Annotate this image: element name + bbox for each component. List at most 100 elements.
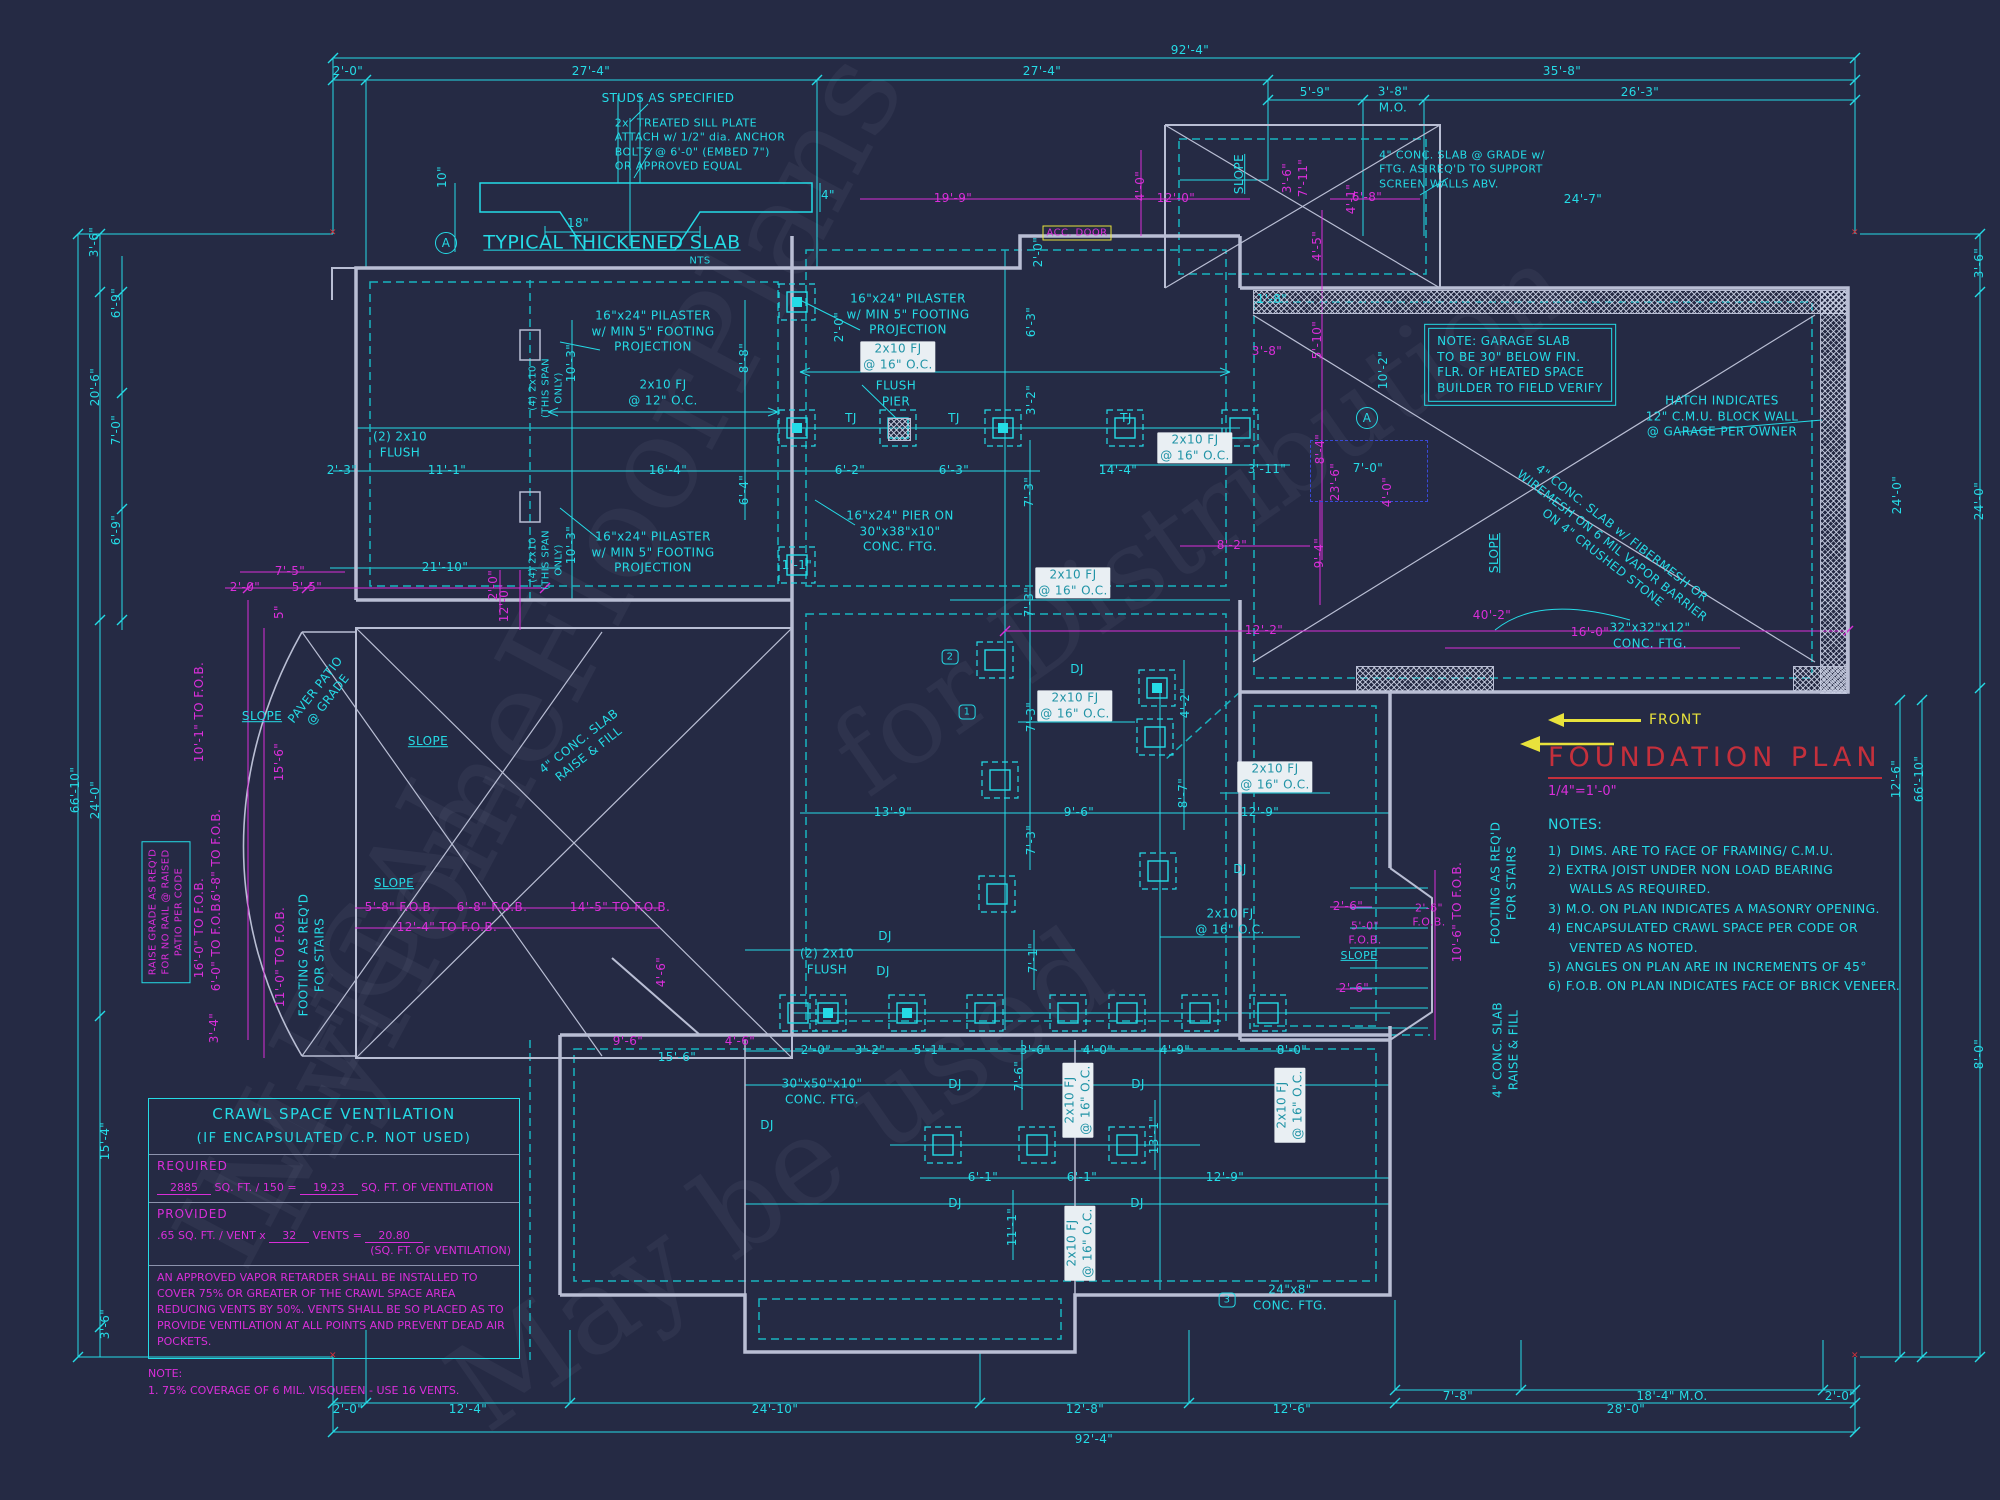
dim-label: 12'-2"	[1244, 623, 1284, 638]
dim-label: 6'-3"	[1024, 306, 1039, 338]
detail-title: TYPICAL THICKENED SLAB	[483, 231, 741, 254]
dim-label: SLOPE	[1487, 532, 1502, 574]
dim-label: 19'-9"	[933, 191, 973, 206]
dim-label: 5'-5"	[291, 580, 323, 595]
plan-title: FOUNDATION PLAN	[1548, 742, 1882, 779]
vent-required-result: 19.23	[300, 1181, 358, 1195]
dim-label: 4'-6"	[724, 1034, 756, 1049]
dim-label: TJ	[845, 411, 857, 426]
dim-label: 6'-4"	[737, 474, 752, 506]
dim-label: DJ	[1131, 1077, 1145, 1092]
detail-callout: A	[435, 232, 457, 254]
garage-cmu-wall-right	[1820, 290, 1847, 694]
dim-label: SLOPE	[373, 876, 415, 891]
dim-label: 4'-0"	[1380, 476, 1395, 508]
dim-label: 5'-0" F.O.B.	[1348, 919, 1382, 947]
dim-label: 8'-4"	[1313, 433, 1328, 465]
plan-callout-a: A	[1356, 407, 1378, 429]
plan-note: 3) M.O. ON PLAN INDICATES A MASONRY OPEN…	[1548, 900, 1880, 916]
dim-label: 21'-10"	[421, 560, 469, 575]
dim-label: 12'-0"	[497, 583, 512, 623]
dim-label: SLOPE	[407, 734, 449, 749]
dim-label: 11'-1"	[1005, 1207, 1020, 1247]
dim-label: SLOPE	[1340, 948, 1378, 962]
plan-notes-heading: NOTES:	[1548, 817, 1603, 833]
dim-label: 3'-2"	[854, 1043, 886, 1058]
garage-cmu-wall-bottom-right	[1793, 666, 1847, 692]
dim-label: 2x10 FJ @ 16" O.C.	[1062, 1062, 1094, 1138]
dim-label: 16'-4"	[648, 463, 688, 478]
dim-label: 11'-1"	[427, 463, 467, 478]
dim-label: 18'-4" M.O.	[1636, 1389, 1708, 1404]
dim-label: 16"x24" PILASTER w/ MIN 5" FOOTING PROJE…	[591, 308, 715, 354]
dim-label: 6'-1"	[1066, 1170, 1098, 1185]
dim-label: 3'-4"	[207, 1012, 222, 1044]
dim-label: 2x10 FJ @ 16" O.C.	[1237, 761, 1313, 793]
crawl-space-ventilation-table: CRAWL SPACE VENTILATION (IF ENCAPSULATED…	[148, 1098, 520, 1400]
front-indicator: FRONT	[1548, 712, 1988, 728]
dim-label: SLOPE	[241, 709, 283, 724]
dim-label: 35'-8"	[1542, 64, 1582, 79]
dim-label: 24'-7"	[1563, 192, 1603, 207]
plan-note: 1) DIMS. ARE TO FACE OF FRAMING/ C.M.U.	[1548, 842, 1834, 858]
vent-required-label: REQUIRED	[157, 1159, 228, 1173]
dim-label: DJ	[760, 1118, 774, 1133]
dim-label: (4) 2x10 (THIS SPAN ONLY)	[527, 529, 565, 591]
dim-label: FLUSH PIER	[875, 378, 917, 408]
dim-label: 24"x8" CONC. FTG.	[1253, 1282, 1327, 1312]
masonry-opening-box	[1310, 440, 1428, 502]
dim-label: 12'-4" TO F.O.B.	[396, 920, 498, 935]
dim-label: 4'-6"	[654, 956, 669, 988]
dim-label: 10'-1" TO F.O.B.	[192, 661, 207, 763]
detail-studs-note: STUDS AS SPECIFIED	[601, 91, 735, 106]
vent-count: 32	[269, 1229, 310, 1243]
dim-label: 40'-2"	[1472, 608, 1512, 623]
dim-label: 6'-8" F.O.B.	[456, 900, 528, 915]
garage-cmu-wall-bottom-left	[1356, 666, 1494, 692]
dim-label: 13'-9"	[873, 805, 913, 820]
dim-label: 2x10 FJ @ 12" O.C.	[628, 377, 698, 407]
dim-label: 9'-6"	[612, 1034, 644, 1049]
dim-label: 8'-2"	[1216, 538, 1248, 553]
garage-cmu-wall-top	[1253, 290, 1847, 314]
vapor-retarder-note: AN APPROVED VAPOR RETARDER SHALL BE INST…	[149, 1265, 519, 1358]
dim-label: 3'-6"	[1972, 247, 1987, 279]
dim-label: 16"x24" PILASTER w/ MIN 5" FOOTING PROJE…	[591, 529, 715, 575]
front-arrow-head-icon	[1548, 713, 1564, 727]
plan-note: 6) F.O.B. ON PLAN INDICATES FACE OF BRIC…	[1548, 978, 1901, 994]
dim-label: DJ	[948, 1077, 962, 1092]
dim-label: 7'-1"	[1026, 942, 1041, 974]
dim-label: 6'-2"	[834, 463, 866, 478]
dim-label: FOOTING AS REQ'D FOR STAIRS	[296, 893, 326, 1017]
dim-label: 23'-6"	[1328, 462, 1343, 502]
dim-label: 5"	[272, 605, 287, 619]
dim-label: 2'-0"	[229, 580, 261, 595]
dim-label: 10"	[435, 166, 450, 188]
corner-marker: ✕	[329, 228, 337, 239]
plan-note: 4) ENCAPSULATED CRAWL SPACE PER CODE OR …	[1548, 920, 1858, 955]
dim-label: 12'-0"	[1156, 191, 1196, 206]
dim-label: 7'-0"	[1352, 461, 1384, 476]
dim-label: DJ	[1130, 1196, 1144, 1211]
dim-label: 15'-4"	[98, 1121, 113, 1161]
dim-label: 6'-9"	[109, 514, 124, 546]
plan-scale: 1/4"=1'-0"	[1548, 784, 1617, 799]
acc-door-label: ACC. DOOR	[1042, 225, 1112, 241]
dim-label: 7'-3"	[1022, 586, 1037, 618]
dim-label: 12'-9"	[1240, 805, 1280, 820]
dim-label: 3'-6"	[87, 226, 102, 258]
dim-label: 8'-8"	[737, 342, 752, 374]
raise-grade-note: RAISE GRADE AS REQ'D FOR NO RAIL @ RAISE…	[141, 840, 191, 984]
dim-label: 2'-0"	[332, 64, 364, 79]
dim-label: 15'-6"	[272, 742, 287, 782]
dim-label: 7'-0"	[109, 414, 124, 446]
dim-label: 1'-1"	[781, 558, 813, 573]
front-arrow-line	[1563, 718, 1641, 722]
dim-label: 5'-10"	[1310, 320, 1325, 360]
callout-3: 3	[1218, 1292, 1236, 1308]
dim-label: 4'-5"	[1310, 230, 1325, 262]
dim-label: 6'-8" TO F.O.B.	[209, 808, 224, 902]
title-block: FRONT FOUNDATION PLAN 1/4"=1'-0" NOTES: …	[1548, 712, 1988, 996]
vent-required-area: 2885	[157, 1181, 211, 1195]
